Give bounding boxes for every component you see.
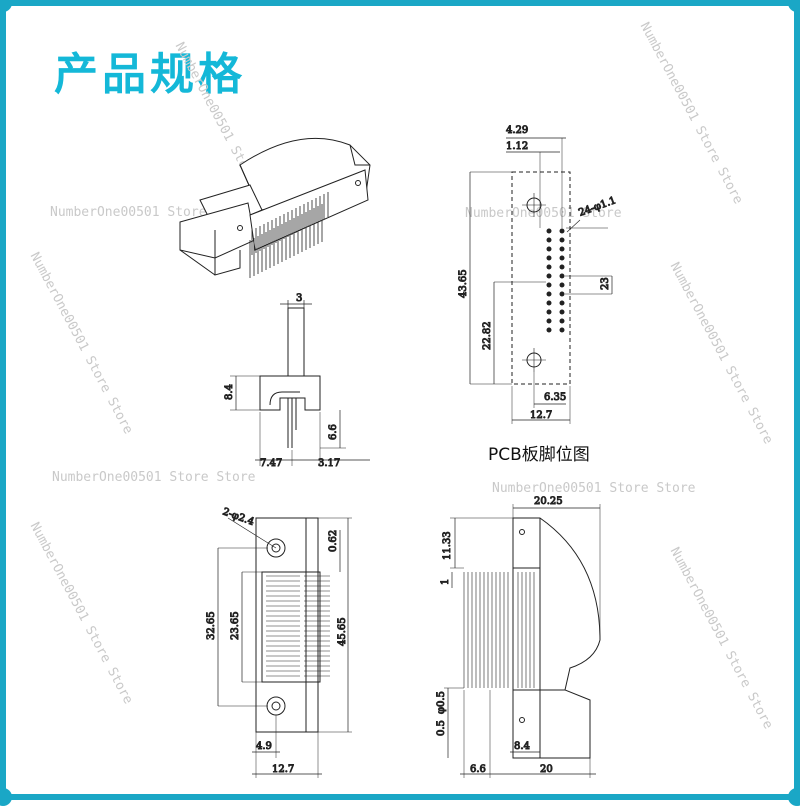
dim-label: 1 <box>440 579 451 585</box>
dim-label: 1.12 <box>506 141 528 152</box>
dim-label: 45.65 <box>337 617 348 646</box>
front-view <box>217 517 352 778</box>
watermark: NumberOne00501 Store <box>50 205 207 220</box>
dim-label: 12.7 <box>530 410 552 421</box>
dim-label: 6.6 <box>328 424 339 440</box>
dim-label: 32.65 <box>206 611 217 640</box>
dim-label: φ0.5 <box>436 691 447 714</box>
dim-label: 6.35 <box>544 392 566 403</box>
page-title: 产品规格 <box>54 49 246 100</box>
side-view <box>230 300 370 466</box>
profile-view <box>444 504 601 778</box>
dim-label: 8.4 <box>224 384 235 400</box>
dim-label: 3.17 <box>318 458 340 469</box>
dim-label: 8.4 <box>514 741 530 752</box>
watermark: NumberOne00501 Store Store <box>52 470 256 485</box>
watermark: NumberOne00501 Store Store <box>492 481 696 496</box>
dim-label: 4.9 <box>256 741 272 752</box>
dim-label: 12.7 <box>272 764 294 775</box>
dim-label: 0.5 <box>436 720 447 736</box>
dim-label: 20 <box>540 764 553 775</box>
dim-label: 7.47 <box>260 458 282 469</box>
pcb-footprint <box>469 137 613 424</box>
dim-label: 43.65 <box>458 269 469 298</box>
dim-label: 6.6 <box>470 764 486 775</box>
dim-label: 23 <box>600 277 611 290</box>
dim-label: 4.29 <box>506 125 528 136</box>
dim-label: 2-φ2.4 <box>221 506 255 528</box>
dim-label: 20.25 <box>534 496 563 507</box>
dim-label: 24-φ1.1 <box>577 195 617 219</box>
dim-label: 0.62 <box>328 530 339 552</box>
dim-label: 3 <box>296 293 302 304</box>
dim-label: 11.33 <box>442 531 453 560</box>
dim-label: 23.65 <box>230 611 241 640</box>
watermark: NumberOne00501 Store <box>465 206 622 221</box>
isometric-view <box>179 137 371 278</box>
corner-dot <box>788 0 800 12</box>
pcb-caption: PCB板脚位图 <box>488 445 590 465</box>
corner-dot <box>0 0 12 12</box>
dim-label: 22.82 <box>482 321 493 350</box>
